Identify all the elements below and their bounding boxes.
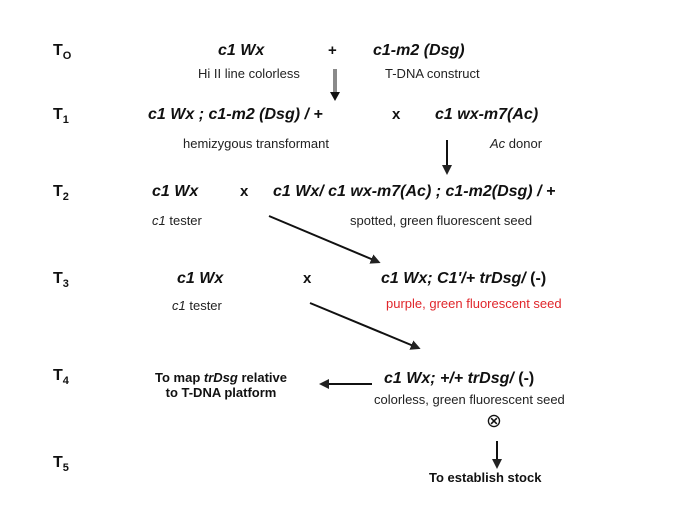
t4-description: colorless, green fluorescent seed — [374, 392, 565, 407]
selfing-symbol-icon: ⊗ — [486, 411, 502, 432]
t3-left-description: c1 tester — [172, 298, 222, 313]
generation-label-t1: T1 — [53, 106, 69, 126]
t1-left-genotype: c1 Wx ; c1-m2 (Dsg) / + — [148, 106, 323, 123]
generation-label-t0: TO — [53, 42, 72, 62]
t2-left-genotype: c1 Wx — [152, 183, 199, 200]
t3-right-description: purple, green fluorescent seed — [386, 296, 562, 311]
t0-to-t1-arrow — [330, 69, 340, 101]
t2-right-description: spotted, green fluorescent seed — [350, 213, 533, 228]
t0-right-description: T-DNA construct — [385, 66, 480, 81]
t3-right-genotype: c1 Wx; C1'/+ trDsg/ (-) — [381, 270, 547, 287]
t1-right-genotype: c1 wx-m7(Ac) — [435, 106, 539, 123]
t2-right-genotype: c1 Wx/ c1 wx-m7(Ac) ; c1-m2(Dsg) / + — [273, 183, 556, 200]
t1-left-description: hemizygous transformant — [183, 136, 329, 151]
t0-right-genotype: c1-m2 (Dsg) — [373, 42, 465, 59]
t0-left-genotype: c1 Wx — [218, 42, 265, 59]
t0-left-description: Hi II line colorless — [198, 66, 300, 81]
t0-operator: + — [328, 42, 337, 59]
generation-label-t3: T3 — [53, 270, 69, 290]
t3-left-genotype: c1 Wx — [177, 270, 224, 287]
t5-stock-note: To establish stock — [429, 470, 542, 485]
generation-label-t4: T4 — [53, 367, 69, 387]
t2-left-description: c1 tester — [152, 213, 202, 228]
t2-to-t3-arrow — [268, 215, 381, 264]
generation-label-t5: T5 — [53, 454, 69, 474]
t3-to-t4-arrow — [309, 302, 421, 350]
t2-operator: x — [240, 183, 249, 200]
t3-operator: x — [303, 270, 312, 287]
generation-label-t2: T2 — [53, 183, 69, 203]
t4-genotype: c1 Wx; +/+ trDsg/ (-) — [384, 370, 535, 387]
t4-mapping-note: To map trDsg relative to T-DNA platform — [155, 370, 287, 400]
t1-operator: x — [392, 106, 401, 123]
t1-right-description: Ac donor — [490, 136, 543, 151]
